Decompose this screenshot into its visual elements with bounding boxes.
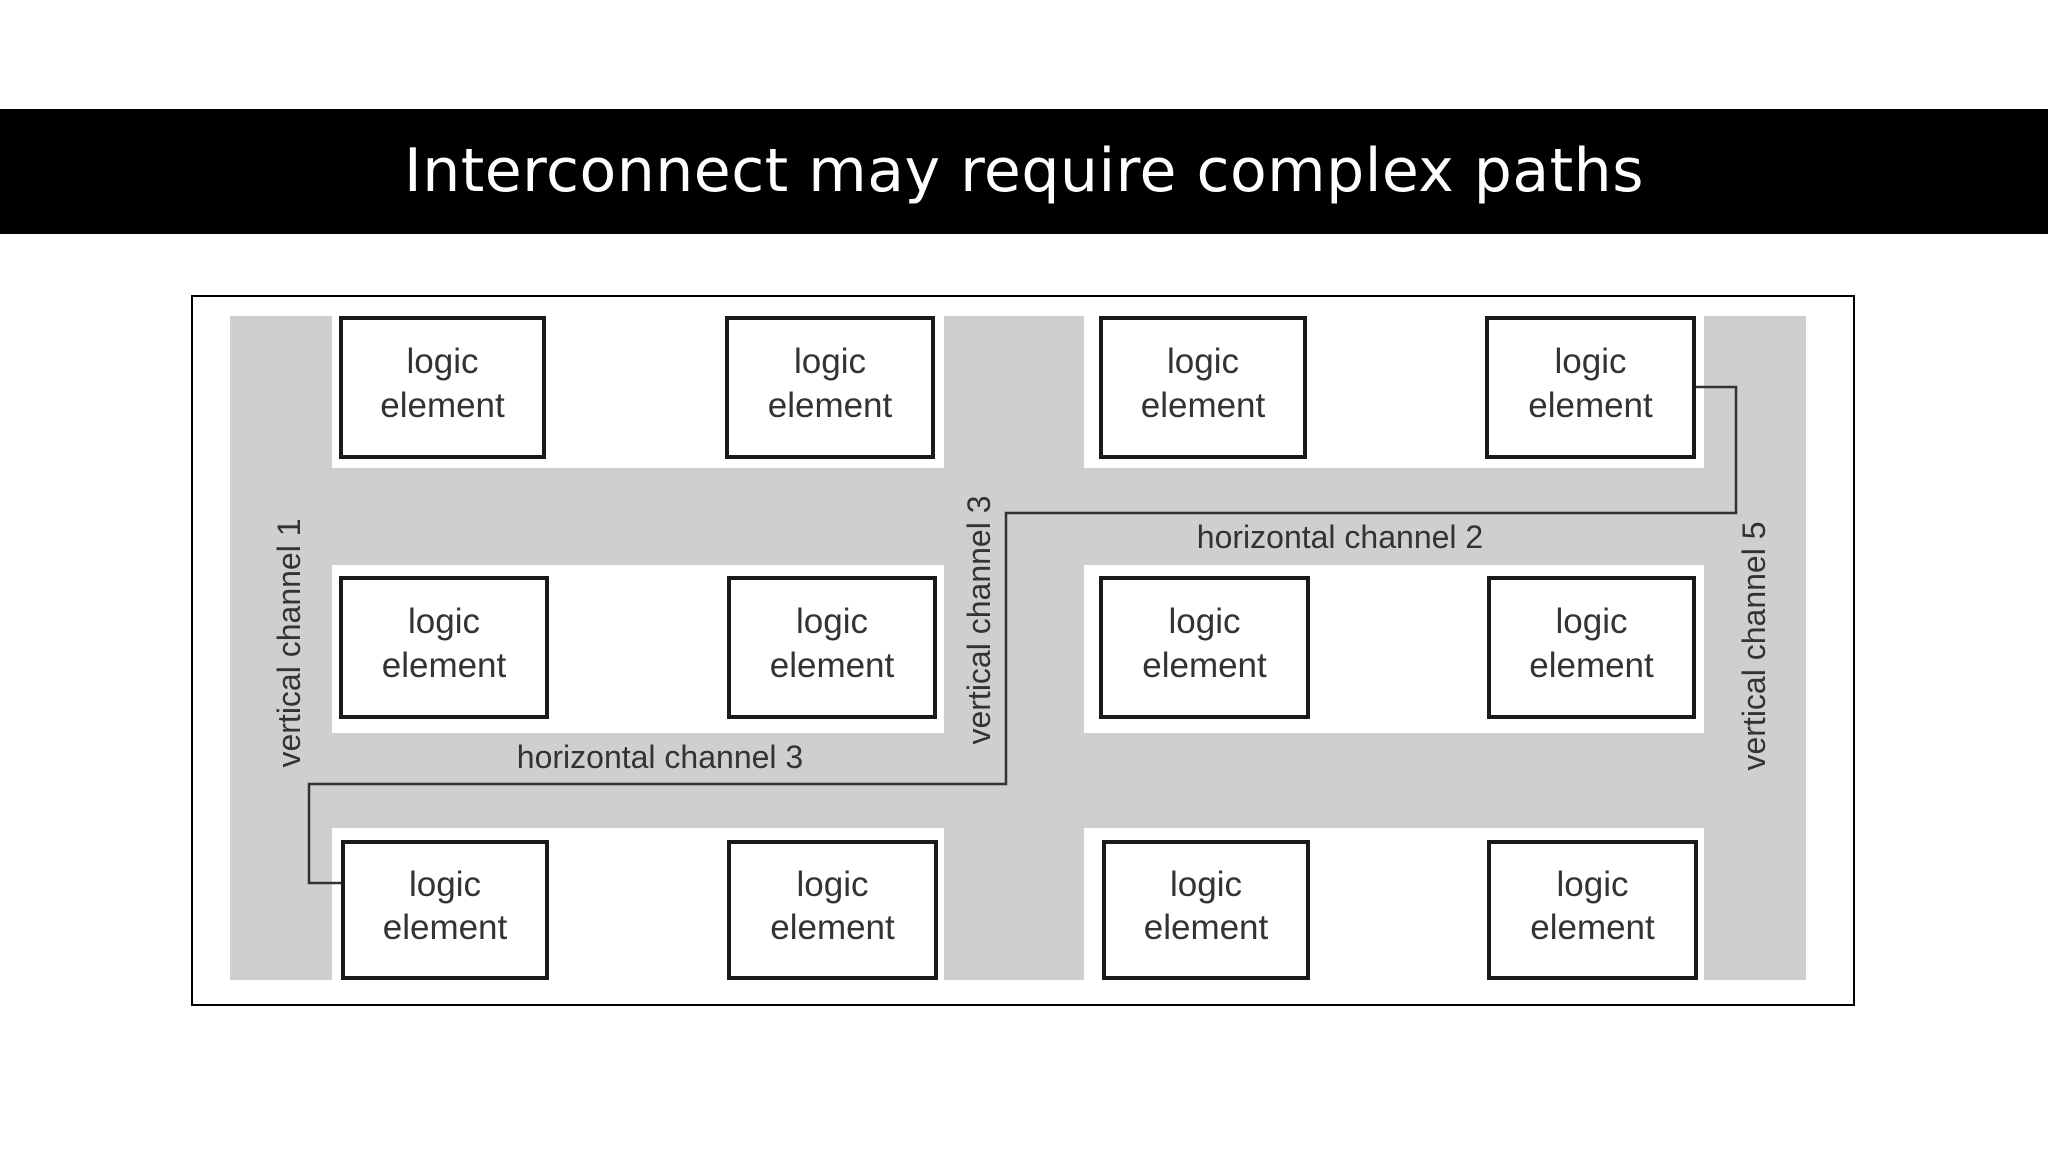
logic-element: logic element: [341, 840, 549, 980]
routed-wire: [307, 385, 1738, 885]
logic-element-line2: element: [380, 386, 505, 425]
logic-element-box: [1487, 840, 1698, 980]
logic-element-line2: element: [382, 646, 507, 685]
logic-element: logic element: [725, 316, 935, 459]
vertical-channel-1-label: vertical channel 1: [271, 518, 307, 767]
logic-element: logic element: [339, 316, 546, 459]
logic-element-line1: logic: [797, 865, 869, 904]
horizontal-channel-2-label: horizontal channel 2: [1197, 519, 1483, 555]
logic-element-line1: logic: [407, 342, 479, 381]
logic-element-line2: element: [770, 908, 895, 947]
logic-element-line1: logic: [1557, 865, 1629, 904]
logic-element-line1: logic: [409, 865, 481, 904]
logic-element: logic element: [339, 576, 549, 719]
logic-element: logic element: [727, 576, 937, 719]
logic-element-line2: element: [768, 386, 893, 425]
logic-element-box: [1099, 316, 1307, 459]
logic-element: logic element: [1487, 576, 1696, 719]
logic-element-line1: logic: [1170, 865, 1242, 904]
logic-element-box: [727, 576, 937, 719]
logic-element: logic element: [1099, 576, 1310, 719]
logic-element-box: [727, 840, 938, 980]
logic-element-box: [725, 316, 935, 459]
logic-element-line1: logic: [1555, 342, 1627, 381]
logic-element-line2: element: [1142, 646, 1267, 685]
vertical-channel-5-label: vertical channel 5: [1736, 521, 1772, 770]
logic-element-line2: element: [1144, 908, 1269, 947]
logic-element-line1: logic: [796, 602, 868, 641]
logic-element-box: [1102, 840, 1310, 980]
horizontal-channel-3-label: horizontal channel 3: [517, 739, 803, 775]
logic-element-box: [339, 576, 549, 719]
logic-element-line1: logic: [1167, 342, 1239, 381]
logic-element-line2: element: [770, 646, 895, 685]
logic-element: logic element: [1485, 316, 1696, 459]
logic-element-line1: logic: [408, 602, 480, 641]
logic-element: logic element: [1487, 840, 1698, 980]
logic-element-box: [339, 316, 546, 459]
logic-element-line1: logic: [1556, 602, 1628, 641]
logic-element-line1: logic: [794, 342, 866, 381]
vertical-channel-3-label: vertical channel 3: [961, 495, 997, 744]
logic-element-line2: element: [1141, 386, 1266, 425]
logic-element-line2: element: [1528, 386, 1653, 425]
logic-element-line2: element: [383, 908, 508, 947]
logic-element-box: [1487, 576, 1696, 719]
logic-element-line1: logic: [1169, 602, 1241, 641]
slide-title: Interconnect may require complex paths: [404, 136, 1644, 206]
logic-element-box: [1485, 316, 1696, 459]
title-bar: Interconnect may require complex paths: [0, 109, 2048, 234]
logic-element-line2: element: [1529, 646, 1654, 685]
logic-element: logic element: [1102, 840, 1310, 980]
logic-element: logic element: [1099, 316, 1307, 459]
logic-element-box: [341, 840, 549, 980]
logic-element-box: [1099, 576, 1310, 719]
logic-element-line2: element: [1530, 908, 1655, 947]
logic-element: logic element: [727, 840, 938, 980]
